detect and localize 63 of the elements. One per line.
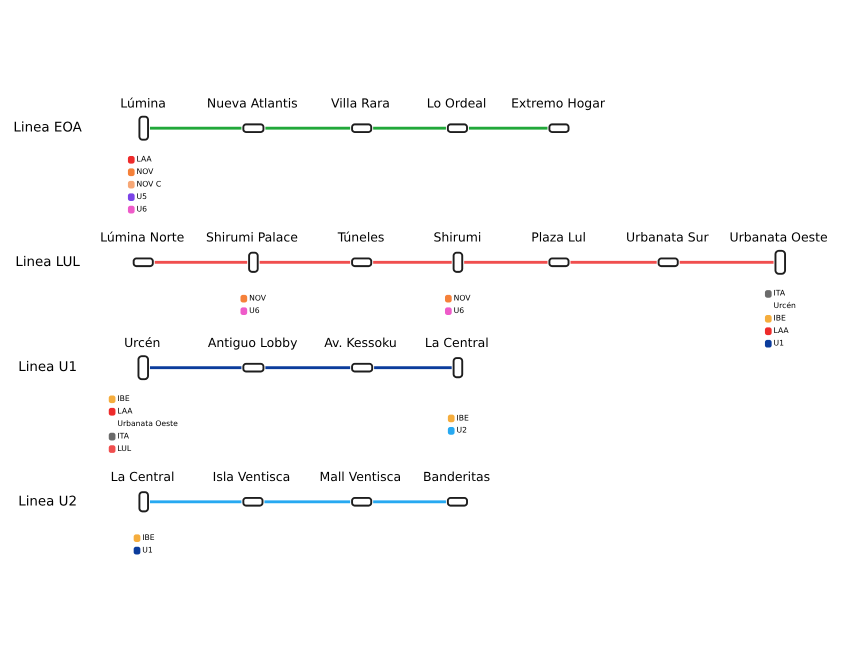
node-label: LAA	[774, 326, 789, 336]
node-label: NOV	[249, 294, 266, 303]
node-label: Villa Rara	[331, 96, 390, 110]
connector	[260, 260, 350, 264]
node-label: NOV C	[136, 180, 162, 189]
node-label: LAA	[117, 406, 133, 416]
node-label: Banderitas	[422, 469, 490, 484]
connector	[680, 260, 774, 264]
label: Linea LUL	[15, 254, 80, 270]
node-label: Urcén	[774, 301, 796, 310]
node-label: Mall Ventisca	[320, 469, 402, 484]
connector	[150, 500, 242, 504]
connector	[150, 366, 242, 370]
node-label: U1	[142, 545, 153, 554]
label: Linea U2	[18, 494, 78, 510]
node-label: Urbanata Oeste	[117, 419, 178, 428]
node-label: Av. Kessoku	[324, 334, 397, 350]
connector	[265, 366, 350, 370]
node-label: Shirumi	[433, 230, 482, 245]
node-label: IBE	[774, 314, 786, 323]
label: Linea U1	[18, 360, 78, 376]
connector	[373, 126, 446, 130]
node-label: ITA	[774, 288, 786, 298]
node-label: Lúmina Norte	[100, 230, 184, 245]
node-label: IBE	[117, 394, 130, 404]
label: Linea EOA	[13, 120, 82, 136]
node-label: U1	[774, 338, 784, 348]
node-label: NOV	[454, 294, 470, 303]
node-label: ITA	[117, 431, 129, 440]
node-label: U6	[136, 204, 148, 214]
node-label: U2	[456, 426, 467, 435]
connector	[264, 500, 350, 504]
connector	[150, 126, 242, 130]
node-label: La Central	[110, 469, 174, 484]
connector	[570, 260, 657, 264]
node-label: U6	[249, 306, 260, 315]
node-label: Nueva Atlantis	[206, 96, 298, 110]
node-label: Plaza Lul	[531, 230, 586, 245]
node-label: Isla Ventisca	[212, 469, 290, 484]
node-label: Shirumi Palace	[206, 230, 298, 245]
node-label: Lúmina	[120, 96, 166, 110]
connector	[154, 260, 248, 264]
node-label: LAA	[136, 154, 152, 164]
node-label: LUL	[117, 444, 132, 453]
node-label: NOV	[136, 167, 154, 176]
node-label: IBE	[456, 413, 469, 422]
node-label: U6	[454, 306, 464, 315]
node-label: La Central	[424, 334, 489, 350]
connector	[374, 366, 452, 370]
connector	[468, 126, 548, 130]
connector	[265, 126, 350, 130]
connector	[464, 260, 548, 264]
node-label: Urbanata Sur	[626, 230, 709, 245]
node-label: Extremo Hogar	[511, 96, 605, 110]
node-label: Urbanata Oeste	[729, 230, 828, 245]
node-label: Urcén	[124, 334, 160, 350]
node-label: Antiguo Lobby	[208, 334, 298, 350]
connector	[373, 500, 446, 504]
connector	[373, 260, 452, 264]
node-label: IBE	[142, 533, 155, 542]
node-label: Lo Ordeal	[426, 96, 486, 110]
node-label: U5	[136, 192, 148, 201]
node-label: Túneles	[338, 230, 384, 245]
